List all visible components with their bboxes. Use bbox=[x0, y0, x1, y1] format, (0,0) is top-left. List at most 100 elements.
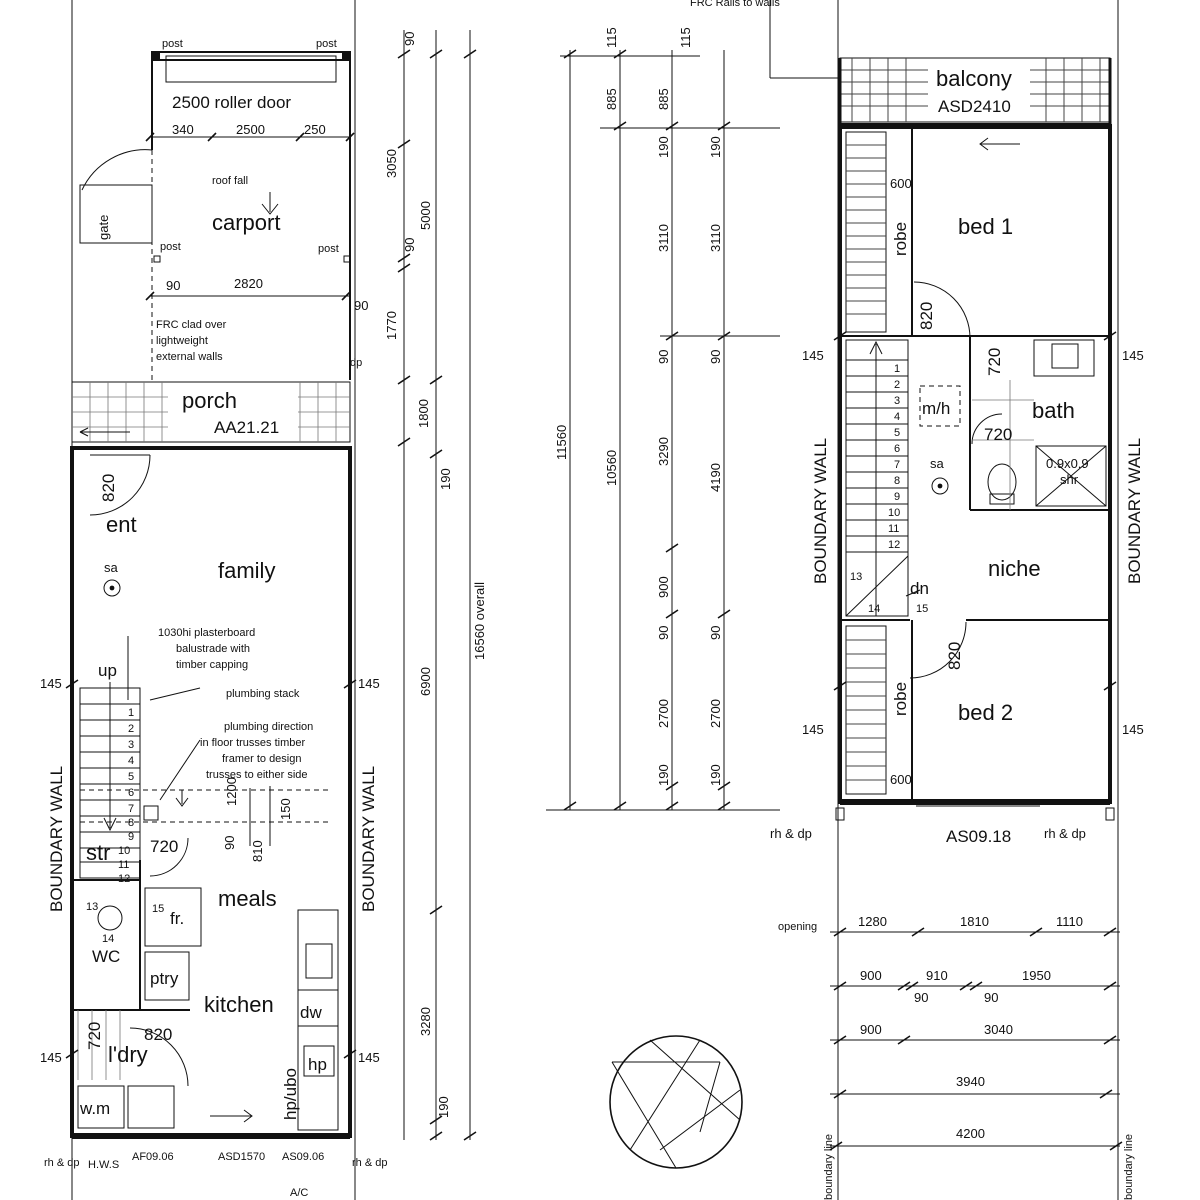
boundary-wall-left-first: BOUNDARY WALL bbox=[811, 438, 830, 584]
room-kitchen: kitchen bbox=[204, 992, 274, 1017]
middle-dim-text: 115 885 11560 115 885 10560 190 3110 90 … bbox=[554, 27, 723, 786]
roof-fall-label: roof fall bbox=[212, 175, 248, 187]
stair-step-13: 13 bbox=[86, 901, 98, 913]
dim-ent-door: 820 bbox=[99, 474, 118, 502]
post-label-1: post bbox=[162, 38, 183, 50]
dim-r90b: 90 bbox=[984, 990, 998, 1005]
dim-v3050: 3050 bbox=[384, 149, 399, 178]
dim-side-145-l2: 145 bbox=[40, 1050, 62, 1065]
opening-label: opening bbox=[778, 921, 817, 933]
ff-stair-8: 8 bbox=[894, 475, 900, 487]
dim-v90a: 90 bbox=[402, 32, 417, 46]
balustrade-note-2: balustrade with bbox=[176, 643, 250, 655]
dim-robe1-600: 600 bbox=[890, 176, 912, 191]
room-mh: m/h bbox=[922, 399, 950, 418]
col4-90a: 90 bbox=[708, 350, 723, 364]
col4-190a: 190 bbox=[708, 136, 723, 158]
carport-area bbox=[79, 51, 355, 380]
rh-dp-right-ground: rh & dp bbox=[352, 1157, 387, 1169]
first-stair-numbers: 1 2 3 4 5 6 7 8 9 10 11 12 13 14 15 bbox=[850, 363, 928, 615]
ac-label: A/C bbox=[290, 1187, 308, 1199]
stair-step-8: 8 bbox=[128, 817, 134, 829]
dim-r1950: 1950 bbox=[1022, 968, 1051, 983]
dp-label: dp bbox=[350, 357, 362, 369]
room-meals: meals bbox=[218, 886, 277, 911]
stair-step-10: 10 bbox=[118, 845, 130, 857]
frc-note-2: lightweight bbox=[156, 335, 208, 347]
up-label: up bbox=[98, 661, 117, 680]
room-balcony: balcony bbox=[936, 66, 1012, 91]
col1-885: 885 bbox=[604, 88, 619, 110]
room-bed1: bed 1 bbox=[958, 214, 1013, 239]
first-stair-treads bbox=[845, 359, 909, 617]
dim-ff-145-r2: 145 bbox=[1122, 722, 1144, 737]
boundary-line-left: boundary line bbox=[823, 1134, 835, 1200]
plumbing-note-3: framer to design bbox=[222, 753, 301, 765]
ff-stair-4: 4 bbox=[894, 411, 900, 423]
ff-stair-12: 12 bbox=[888, 539, 900, 551]
room-family: family bbox=[218, 558, 275, 583]
room-ldry: l'dry bbox=[108, 1042, 148, 1067]
dim-o1280: 1280 bbox=[858, 914, 887, 929]
dim-r900a: 900 bbox=[860, 968, 882, 983]
dim-str-door: 720 bbox=[150, 837, 178, 856]
room-ptry: ptry bbox=[150, 969, 179, 988]
post-label-3: post bbox=[160, 241, 181, 253]
ff-stair-6: 6 bbox=[894, 443, 900, 455]
stair-step-5: 5 bbox=[128, 771, 134, 783]
hp-label: hp bbox=[308, 1055, 327, 1074]
sa-label-first: sa bbox=[930, 456, 945, 471]
porch-area bbox=[71, 381, 351, 443]
col3-90a: 90 bbox=[656, 350, 671, 364]
ff-stair-11: 11 bbox=[888, 523, 899, 535]
dim-ldry-side: 720 bbox=[85, 1022, 104, 1050]
north-point-symbol bbox=[609, 1035, 743, 1169]
col3-190b: 190 bbox=[656, 764, 671, 786]
stair-step-11: 11 bbox=[118, 859, 129, 871]
shower-size: 0.9x0.9 bbox=[1046, 456, 1089, 471]
ground-vertical-dims bbox=[397, 30, 477, 1141]
ff-stair-10: 10 bbox=[888, 507, 900, 519]
rh-dp-right-first: rh & dp bbox=[1044, 826, 1086, 841]
room-wm: w.m bbox=[79, 1099, 110, 1118]
dim-r910: 910 bbox=[926, 968, 948, 983]
col4-2700: 2700 bbox=[708, 699, 723, 728]
dim-v16560: 16560 overall bbox=[472, 582, 487, 660]
plumbing-stack-label: plumbing stack bbox=[226, 688, 300, 700]
room-shr: shr bbox=[1060, 472, 1079, 487]
boundary-wall-right-ground: BOUNDARY WALL bbox=[359, 766, 378, 912]
col3-3290: 3290 bbox=[656, 437, 671, 466]
post-label-2: post bbox=[316, 38, 337, 50]
dim-v1770: 1770 bbox=[384, 311, 399, 340]
col3-190a: 190 bbox=[656, 136, 671, 158]
room-fr: fr. bbox=[170, 909, 184, 928]
gate-label: gate bbox=[96, 215, 111, 240]
post-label-4: post bbox=[318, 243, 339, 255]
col4-3110: 3110 bbox=[708, 224, 723, 252]
dim-side-145-r2: 145 bbox=[358, 1050, 380, 1065]
plumbing-note-2: in floor trusses timber bbox=[200, 737, 305, 749]
ff-stair-13: 13 bbox=[850, 571, 862, 583]
ground-floor-plan bbox=[65, 30, 477, 1141]
room-niche: niche bbox=[988, 556, 1041, 581]
dim-v5000: 5000 bbox=[418, 201, 433, 230]
dim-robe2-600: 600 bbox=[890, 772, 912, 787]
dim-v190a: 190 bbox=[438, 468, 453, 490]
room-robe1: robe bbox=[891, 222, 910, 256]
ff-stair-1: 1 bbox=[894, 363, 900, 375]
dim-post-90b: 90 bbox=[354, 298, 368, 313]
dim-bed2-door: 820 bbox=[945, 642, 964, 670]
col3-3110: 3110 bbox=[656, 224, 671, 252]
rh-dp-left-ground: rh & dp bbox=[44, 1157, 79, 1169]
dw-label: dw bbox=[300, 1003, 322, 1022]
room-str: str bbox=[86, 840, 110, 865]
room-robe2: robe bbox=[891, 682, 910, 716]
stair-step-14: 14 bbox=[102, 933, 114, 945]
dim-ldry-door: 820 bbox=[144, 1025, 172, 1044]
room-ent: ent bbox=[106, 512, 137, 537]
ff-stair-14: 14 bbox=[868, 603, 880, 615]
ff-stair-15: 15 bbox=[916, 603, 928, 615]
dim-v90b: 90 bbox=[402, 238, 417, 252]
roller-door-label: 2500 roller door bbox=[172, 93, 291, 112]
col2-115: 115 bbox=[678, 27, 693, 48]
